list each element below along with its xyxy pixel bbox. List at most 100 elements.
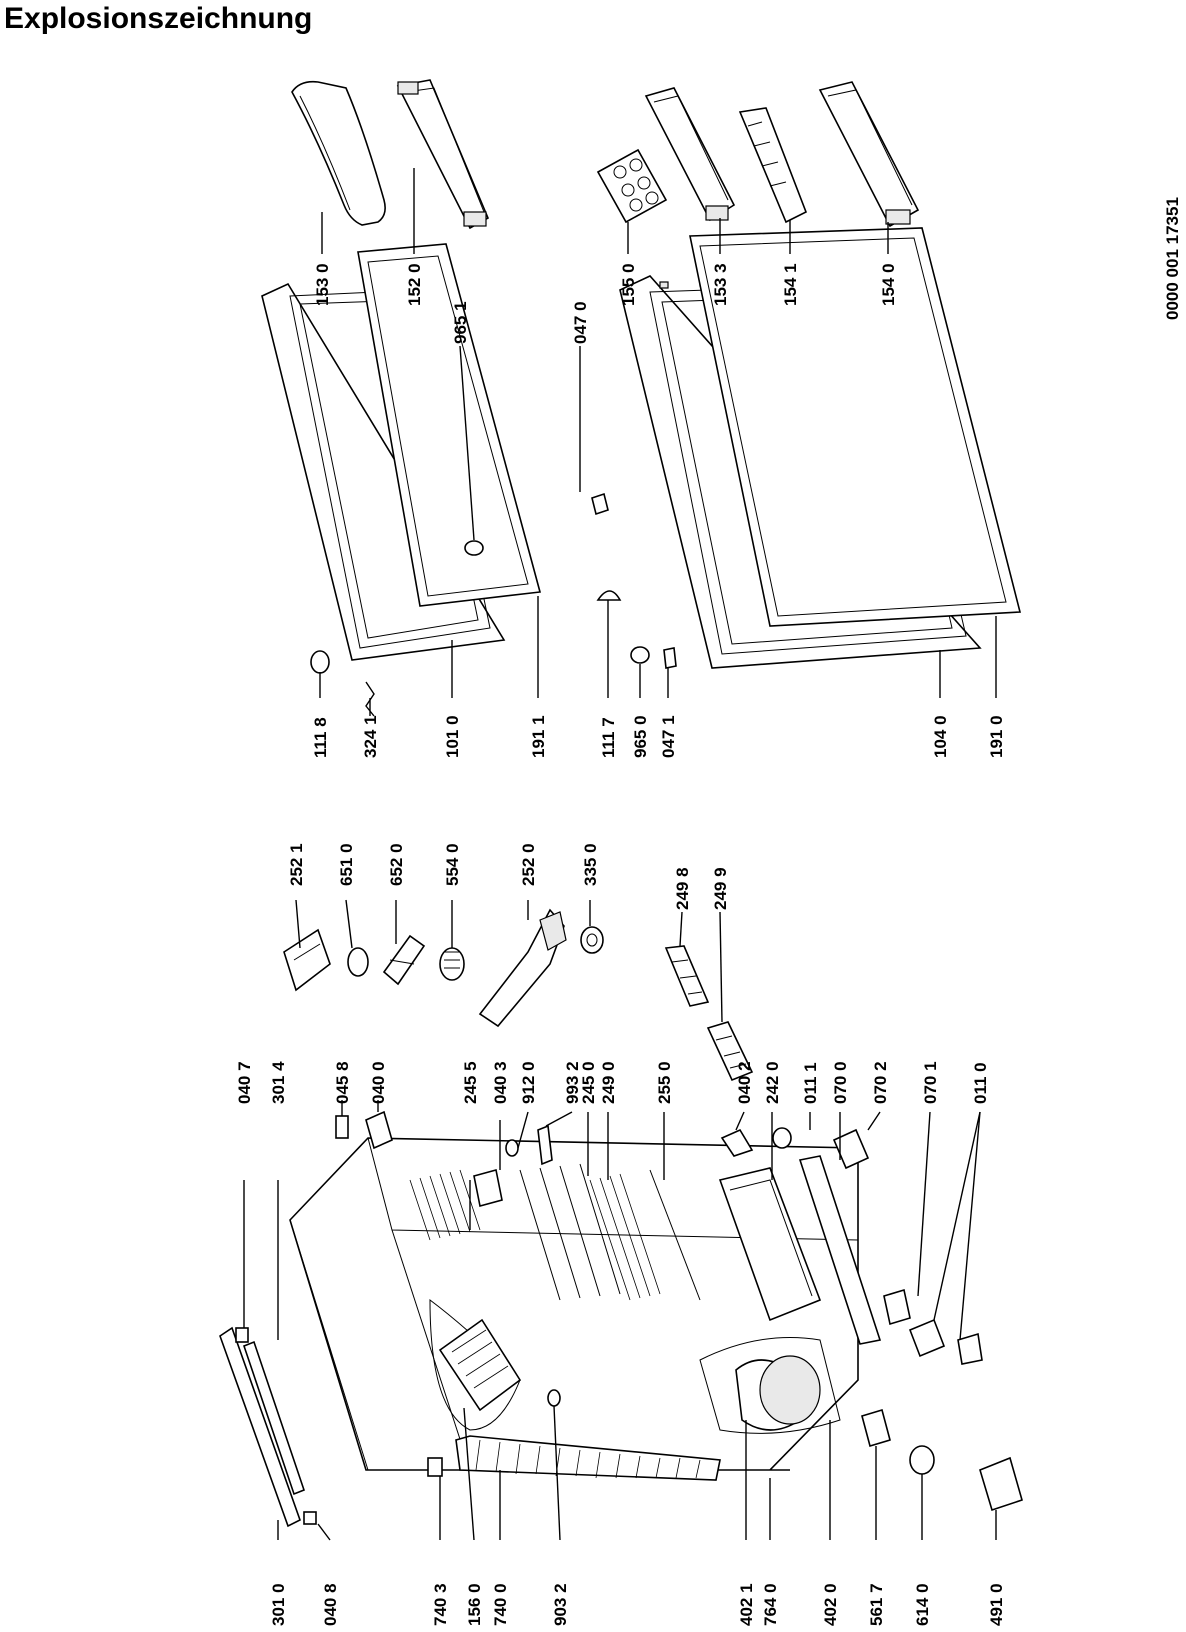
starter-614-0 [909, 1445, 935, 1475]
hinge-011-0 [908, 1318, 983, 1365]
shelf-rail-249-9 [706, 1021, 754, 1082]
label-011-1: 011 1 [801, 1062, 820, 1104]
label-324-1: 324 1 [361, 715, 380, 758]
shelf-rail-249-8 [664, 945, 710, 1007]
page-title: Explosionszeichnung [4, 2, 313, 35]
stopper-965-0 [630, 646, 650, 664]
label-764-0: 764 0 [761, 1583, 780, 1626]
label-154-1: 154 1 [781, 263, 800, 306]
egg-tray-155-0 [596, 148, 668, 224]
frame-bar-070-0 [798, 1155, 882, 1345]
door-gasket-191-0 [689, 227, 1022, 627]
door-stop-111-8 [310, 650, 330, 674]
label-249-8: 249 8 [673, 867, 692, 910]
label-101-0: 101 0 [443, 715, 462, 758]
knob-651-0 [347, 947, 369, 977]
label-912-0: 912 0 [519, 1061, 538, 1104]
label-335-0: 335 0 [581, 843, 600, 886]
label-040-3: 040 3 [491, 1061, 510, 1104]
label-252-1: 252 1 [287, 843, 306, 886]
label-104-0: 104 0 [931, 715, 950, 758]
label-255-0: 255 0 [655, 1061, 674, 1104]
compressor-402-1 [735, 1355, 821, 1431]
label-152-0: 152 0 [405, 263, 424, 306]
label-045-8: 045 8 [333, 1061, 352, 1104]
label-070-1: 070 1 [921, 1061, 940, 1104]
bar-301-4 [242, 1340, 306, 1496]
label-554-0: 554 0 [443, 843, 462, 886]
document-number: 0000 001 17351 [1163, 197, 1182, 320]
bar-301-0 [219, 1326, 301, 1528]
label-402-0: 402 0 [821, 1583, 840, 1626]
control-housing-252-0 [478, 908, 567, 1028]
label-301-0: 301 0 [269, 1583, 288, 1626]
label-070-2: 070 2 [871, 1061, 890, 1104]
bracket-040-2 [720, 1128, 754, 1157]
thermostat-652-0 [382, 934, 426, 986]
door-shelf-153-3 [644, 87, 736, 222]
label-402-1: 402 1 [737, 1583, 756, 1626]
label-153-0: 153 0 [313, 263, 332, 306]
label-245-0: 245 0 [579, 1061, 598, 1104]
label-993-2: 993 2 [563, 1061, 582, 1104]
bracket-040-8 [303, 1511, 317, 1525]
thermostat-cover-252-1 [283, 928, 331, 992]
label-965-1: 965 1 [451, 301, 470, 344]
relay-561-7 [861, 1408, 891, 1448]
label-614-0: 614 0 [913, 1583, 932, 1626]
label-249-0: 249 0 [599, 1061, 618, 1104]
shelf-stopper-965-1 [464, 540, 484, 556]
label-242-0: 242 0 [763, 1061, 782, 1104]
label-111-8: 111 8 [311, 717, 330, 758]
door-gasket-191-1 [357, 243, 542, 607]
condenser-740-0 [455, 1435, 721, 1481]
label-491-0: 491 0 [987, 1583, 1006, 1626]
lamp-554-0 [439, 947, 465, 981]
door-shelf-154-1 [738, 107, 808, 224]
crisper-drawer-242-0 [718, 1167, 822, 1322]
label-252-0: 252 0 [519, 843, 538, 886]
label-191-1: 191 1 [529, 715, 548, 758]
label-040-8: 040 8 [321, 1583, 340, 1626]
label-561-7: 561 7 [867, 1583, 886, 1626]
cover-335-0 [580, 926, 604, 954]
part-040-3 [473, 1169, 503, 1207]
label-651-0: 651 0 [337, 843, 356, 886]
evaporator-grid [409, 1169, 481, 1241]
screw-912-0 [505, 1139, 519, 1157]
door-shelf-152-0 [396, 79, 490, 230]
label-111-7: 111 7 [599, 717, 618, 758]
bracket-040-7 [235, 1327, 249, 1343]
label-191-0: 191 0 [987, 715, 1006, 758]
screw-903-2 [547, 1389, 561, 1407]
hinge-pin-045-8 [335, 1115, 349, 1139]
hinge-070-2 [832, 1128, 870, 1170]
cabinet-body [289, 1137, 859, 1471]
label-047-0: 047 0 [571, 301, 590, 344]
label-047-1: 047 1 [659, 715, 678, 758]
door-shelf-154-0 [818, 81, 920, 228]
label-903-2: 903 2 [551, 1583, 570, 1626]
label-301-4: 301 4 [269, 1061, 288, 1104]
cover-491-0 [979, 1456, 1023, 1512]
door-stop-111-7 [596, 590, 622, 601]
label-154-0: 154 0 [879, 263, 898, 306]
label-740-3: 740 3 [431, 1583, 450, 1626]
label-011-0: 011 0 [971, 1062, 990, 1104]
label-249-9: 249 9 [711, 867, 730, 910]
label-652-0: 652 0 [387, 843, 406, 886]
label-153-3: 153 3 [711, 263, 730, 306]
leader-lines [243, 168, 997, 1541]
label-070-0: 070 0 [831, 1061, 850, 1104]
hinge-047-1 [663, 647, 677, 669]
part-993-2 [537, 1124, 553, 1166]
label-040-2: 040 2 [735, 1061, 754, 1104]
foot-011-1 [772, 1127, 792, 1149]
ice-tray-156-0 [438, 1318, 522, 1412]
foot-740-3 [427, 1457, 443, 1477]
label-040-0: 040 0 [369, 1061, 388, 1104]
label-740-0: 740 0 [491, 1583, 510, 1626]
label-040-7: 040 7 [235, 1061, 254, 1104]
label-155-0: 155 0 [619, 263, 638, 306]
label-965-0: 965 0 [631, 715, 650, 758]
